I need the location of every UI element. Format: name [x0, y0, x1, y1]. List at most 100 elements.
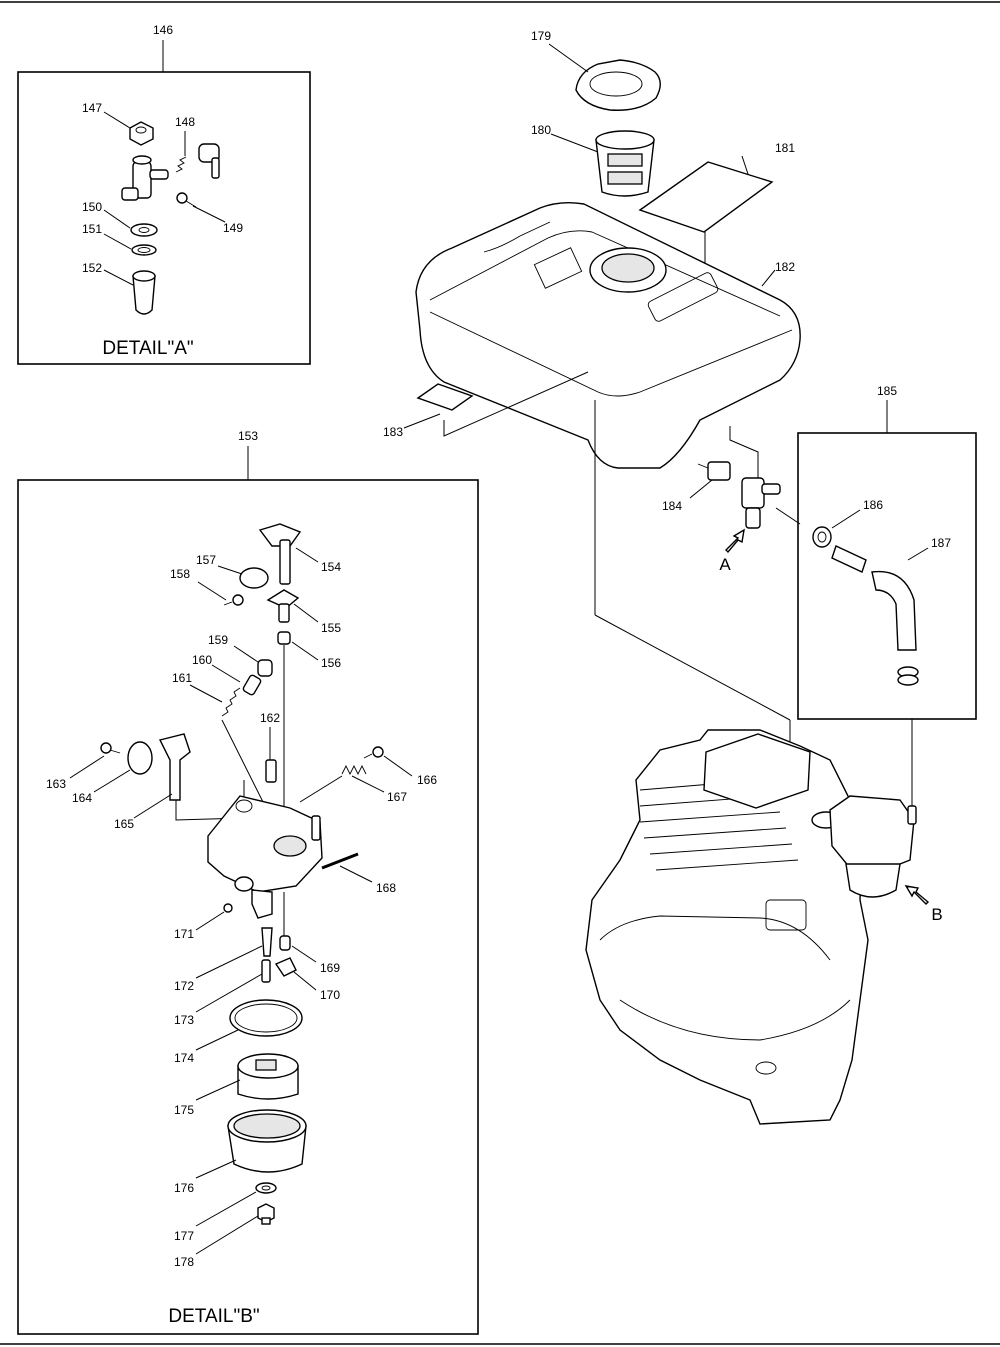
spring-part [175, 156, 187, 173]
callout-173: 173 [174, 1013, 194, 1027]
fuel-cock-body [121, 155, 169, 201]
callout-158: 158 [170, 567, 190, 581]
callout-152: 152 [82, 261, 102, 275]
callout-174: 174 [174, 1051, 194, 1065]
callout-165: 165 [114, 817, 134, 831]
fuel-line-panel: 185 186 187 [797, 384, 977, 812]
callout-184: 184 [662, 499, 682, 513]
callout-148: 148 [175, 115, 195, 129]
adjust-spring-part [221, 687, 241, 717]
idle-spring-part [341, 764, 367, 776]
float-part [237, 1053, 299, 1100]
fuel-filter-screen-part [595, 130, 655, 197]
callout-162: 162 [260, 711, 280, 725]
callout-147: 147 [82, 101, 102, 115]
lever-part [198, 143, 220, 179]
fuel-tank-body [415, 201, 801, 469]
view-marker-b: B [931, 905, 942, 924]
main-nozzle-part [261, 927, 273, 957]
callout-172: 172 [174, 979, 194, 993]
callout-154: 154 [321, 560, 341, 574]
callout-181: 181 [775, 141, 795, 155]
callout-183: 183 [383, 425, 403, 439]
callout-186: 186 [863, 498, 883, 512]
callout-171: 171 [174, 927, 194, 941]
bowl-bolt-part [257, 1203, 275, 1225]
carburetor-body-part [207, 795, 323, 919]
callout-182: 182 [775, 260, 795, 274]
engine-carburetor [829, 795, 917, 898]
short-fuel-hose-part [831, 545, 867, 573]
curved-fuel-hose-part [871, 570, 917, 651]
screw-part [176, 192, 197, 208]
throttle-lever-part [158, 733, 191, 801]
callout-160: 160 [192, 653, 212, 667]
choke-lever-part [258, 523, 302, 585]
idle-screw-part [363, 746, 384, 759]
callout-161: 161 [172, 671, 192, 685]
label-sticker-part [416, 383, 474, 411]
callout-167: 166 [417, 773, 437, 787]
o-ring-part [131, 244, 157, 256]
callout-187: 187 [931, 536, 951, 550]
choke-screw-part [223, 594, 244, 606]
collar-part [277, 631, 291, 645]
view-marker-a: A [719, 555, 731, 574]
throttle-plate-part [127, 741, 153, 775]
adjust-screw-part [242, 674, 262, 696]
choke-shaft-part [266, 589, 300, 623]
callout-178: 178 [174, 1255, 194, 1269]
float-needle-part [279, 935, 291, 951]
view-arrow-b [904, 885, 930, 905]
callout-176: 176 [174, 1181, 194, 1195]
callout-153: 153 [238, 429, 258, 443]
tank-fuel-cock-part [741, 477, 781, 529]
detail-a-title: DETAIL"A" [102, 338, 193, 359]
callout-146: 146 [153, 23, 173, 37]
callout-168: 168 [376, 881, 396, 895]
rubber-cap-part [257, 659, 273, 677]
float-bowl-part [227, 1109, 307, 1173]
needle-clip-part [274, 957, 297, 977]
bowl-washer-part [255, 1182, 277, 1194]
choke-plate-part [239, 567, 269, 589]
float-gasket-part [229, 999, 303, 1037]
label-plate-part [638, 161, 774, 233]
fuel-cap-part [575, 59, 661, 111]
pilot-jet-part [265, 759, 277, 783]
throttle-screw-part [100, 742, 121, 754]
bottom-hose-clamp-part [897, 666, 919, 686]
callout-150: 150 [82, 200, 102, 214]
callout-179: 179 [531, 29, 551, 43]
callout-170: 170 [320, 988, 340, 1002]
detail-b-title: DETAIL"B" [168, 1306, 259, 1327]
callout-156: 156 [321, 656, 341, 670]
callout-169: 169 [320, 961, 340, 975]
callout-177: 177 [174, 1229, 194, 1243]
callout-166: 167 [387, 790, 407, 804]
float-pin-part [321, 852, 359, 870]
main-jet-part [261, 959, 271, 983]
hose-clamp-part [812, 526, 832, 548]
fuel-tank-assembly: 179 180 181 182 [383, 29, 801, 810]
tank-bolt-part [697, 461, 731, 481]
drain-screw-part [223, 903, 233, 913]
callout-163: 163 [46, 777, 66, 791]
callout-185: 185 [877, 384, 897, 398]
detail-b-panel: 153 154 157 158 155 [17, 429, 479, 1335]
strainer-cup-part [132, 270, 156, 315]
detail-a-panel: 146 147 148 149 [17, 23, 311, 365]
engine-block [585, 729, 869, 1125]
callout-151: 151 [82, 222, 102, 236]
callout-159: 159 [208, 633, 228, 647]
callout-149: 149 [223, 221, 243, 235]
view-arrow-a [725, 528, 745, 554]
callout-157: 157 [196, 553, 216, 567]
washer-part [130, 223, 158, 237]
callout-175: 175 [174, 1103, 194, 1117]
callout-180: 180 [531, 123, 551, 137]
callout-164: 164 [72, 791, 92, 805]
callout-155: 155 [321, 621, 341, 635]
nut-part [129, 121, 154, 146]
